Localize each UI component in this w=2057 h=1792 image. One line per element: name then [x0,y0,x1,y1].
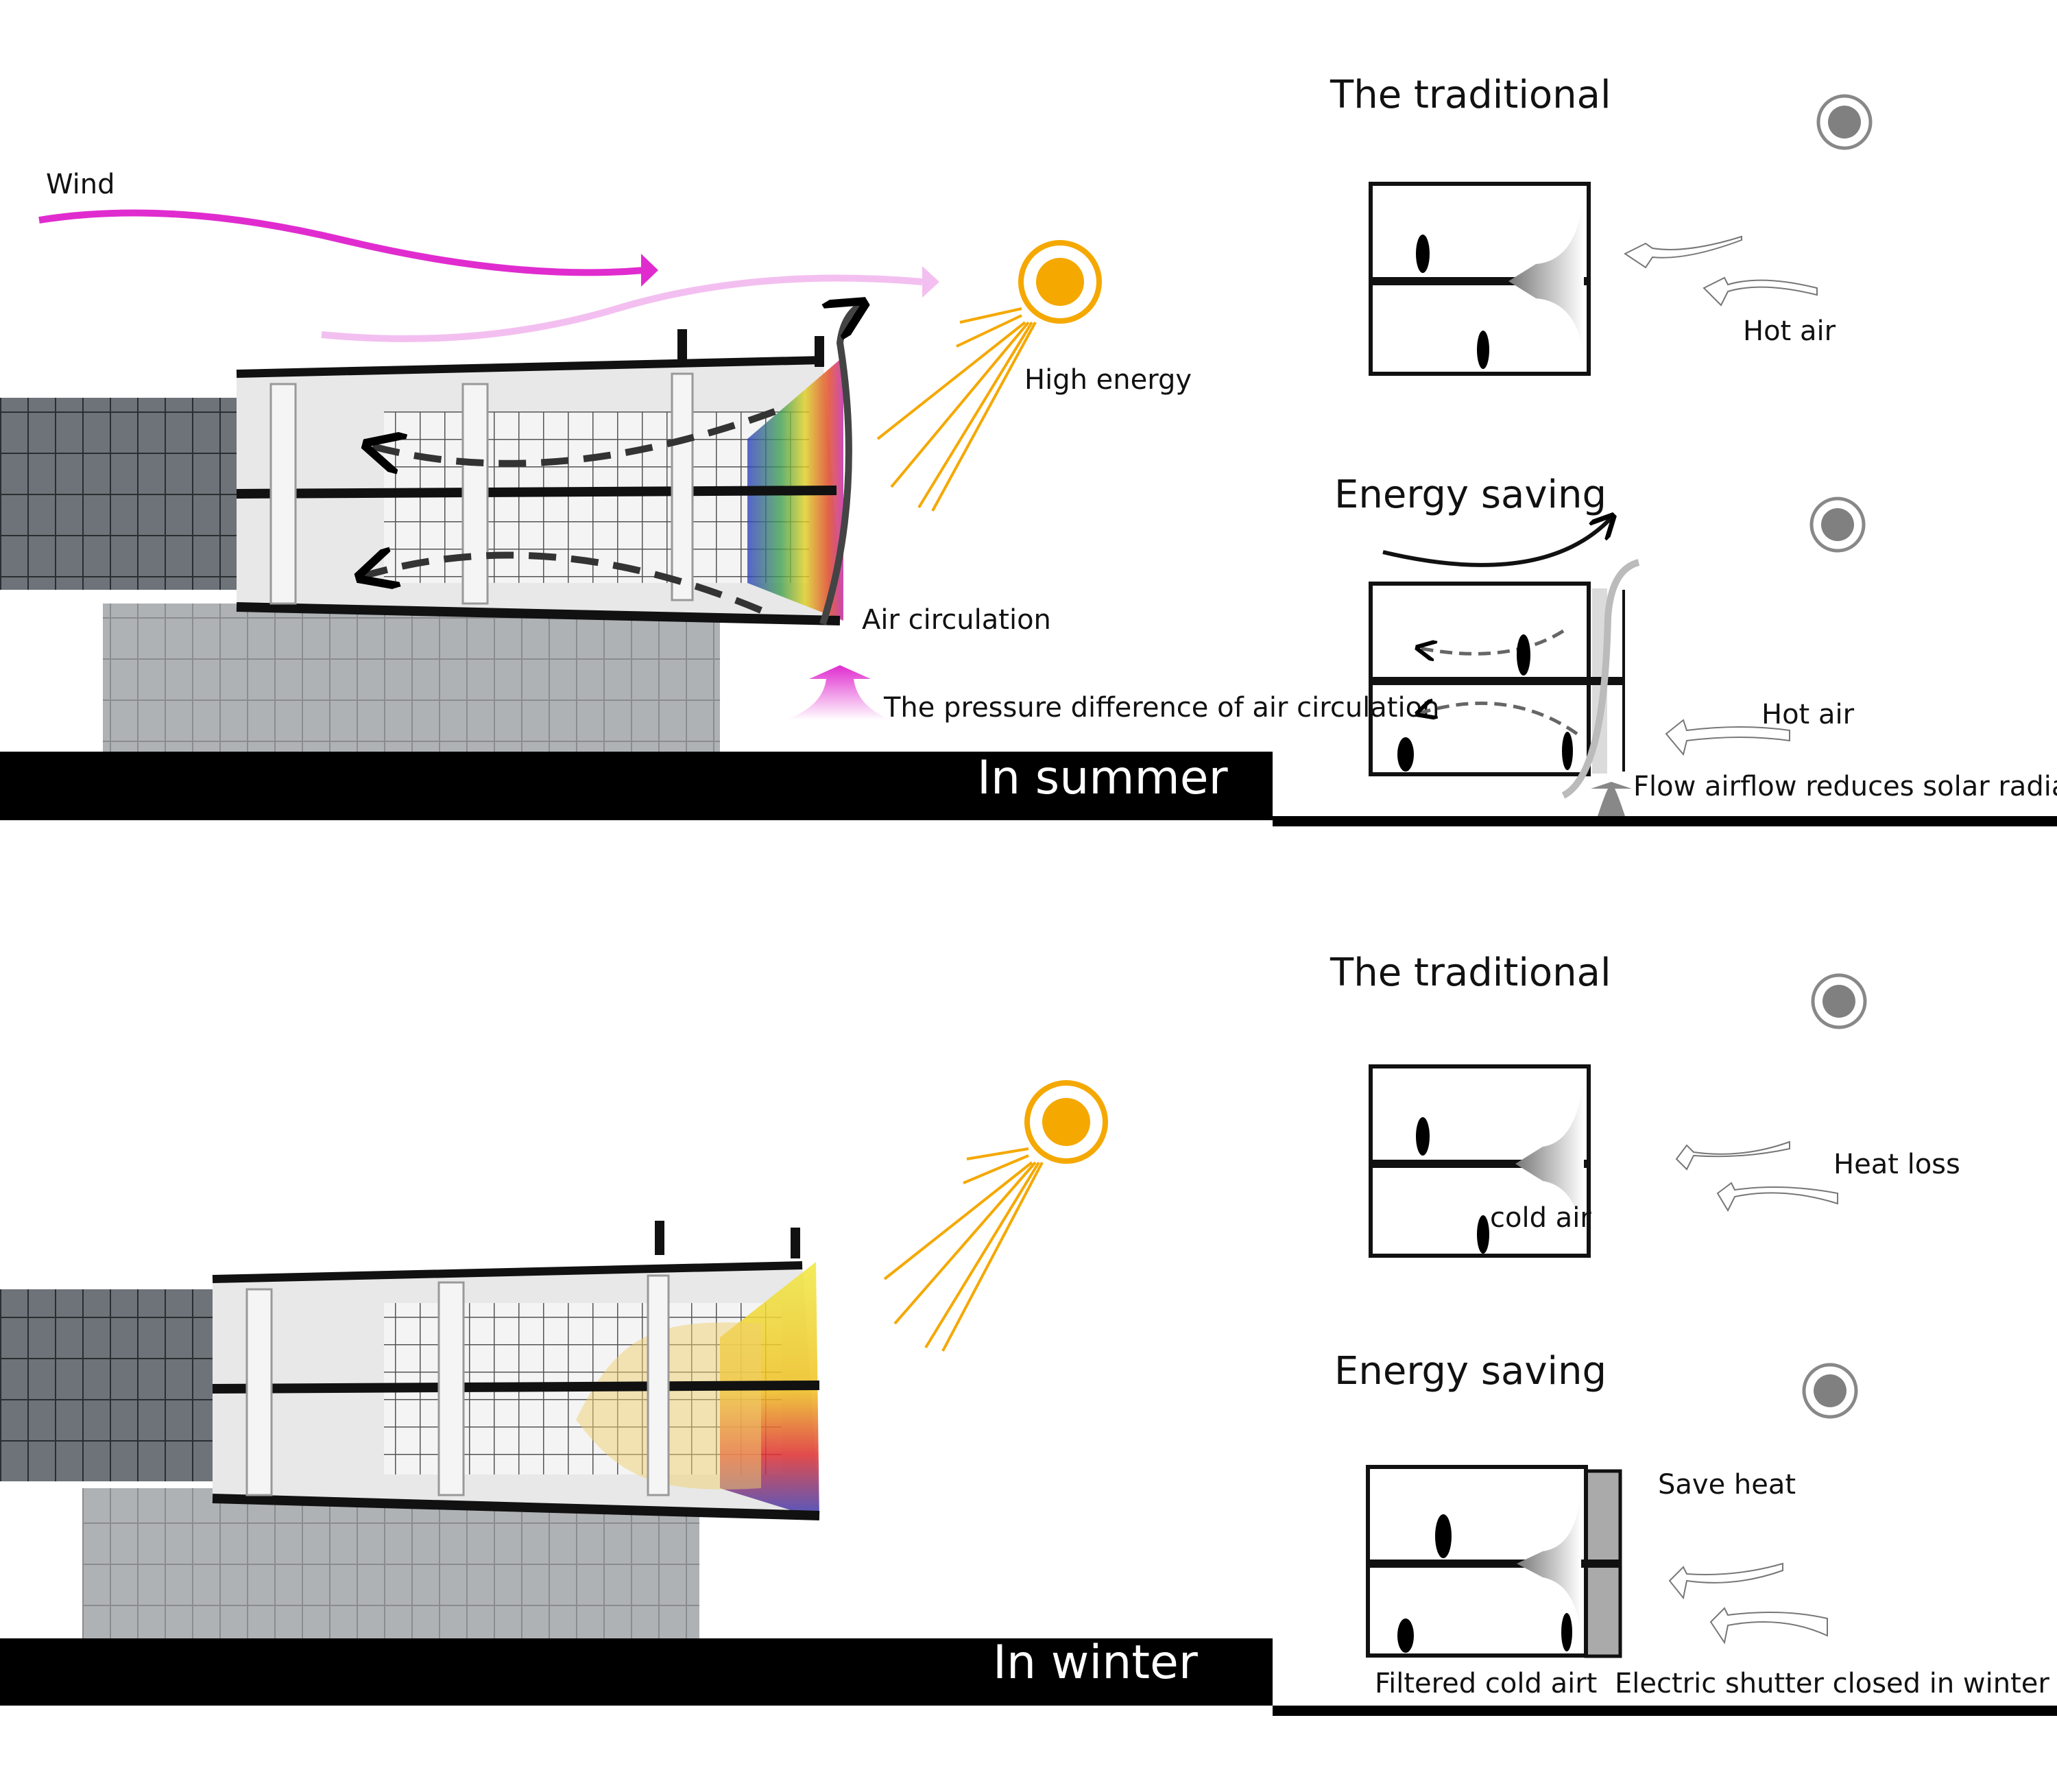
winter-banner [0,1638,1273,1706]
summer-building-section [0,305,861,752]
summer-energy-saving-hot-air-label: Hot air [1761,699,1855,730]
pressure-difference-label: The pressure difference of air circulati… [883,692,1439,724]
air-circulation-label: Air circulation [862,604,1051,636]
electric-shutter-label: Electric shutter closed in winter [1615,1668,2049,1699]
wind-arrows [38,209,939,342]
pressure-arrow-icon [785,665,891,720]
winter-energy-saving-title: Energy saving [1334,1349,1607,1394]
winter-traditional-section [1369,1064,1591,1258]
wind-label: Wind [46,169,115,200]
summer-traditional-title: The traditional [1330,73,1611,117]
winter-energy-saving-section [1366,1465,1622,1658]
hot-air-arrows [1624,235,1818,307]
hot-air-arrow [1665,719,1790,756]
sun-icon [883,1080,1108,1352]
filtered-cold-air-label: Filtered cold airt [1375,1668,1597,1699]
summer-season-label: In summer [977,751,1228,805]
save-heat-label: Save heat [1658,1469,1796,1501]
heat-loss-arrows [1675,1140,1838,1212]
summer-energy-saving-section [1369,559,1640,816]
summer-traditional-hot-air-label: Hot air [1743,315,1836,347]
winter-season-label: In winter [993,1636,1198,1690]
cold-air-arrows [1668,1562,1828,1645]
summer-traditional-section [1369,182,1591,376]
heat-loss-label: Heat loss [1833,1149,1960,1180]
cold-air-label: cold air [1490,1202,1591,1234]
target-icon [1802,1363,1858,1419]
target-icon [1809,497,1866,553]
summer-energy-saving-title: Energy saving [1334,473,1607,517]
high-energy-label: High energy [1024,364,1192,396]
winter-traditional-title: The traditional [1330,951,1611,995]
winter-building-section [0,1221,820,1638]
target-icon [1816,94,1873,150]
target-icon [1811,973,1867,1029]
summer-banner [0,752,1273,820]
sun-icon [876,240,1102,512]
flow-airflow-label: Flow airflow reduces solar radiation [1633,771,2057,802]
